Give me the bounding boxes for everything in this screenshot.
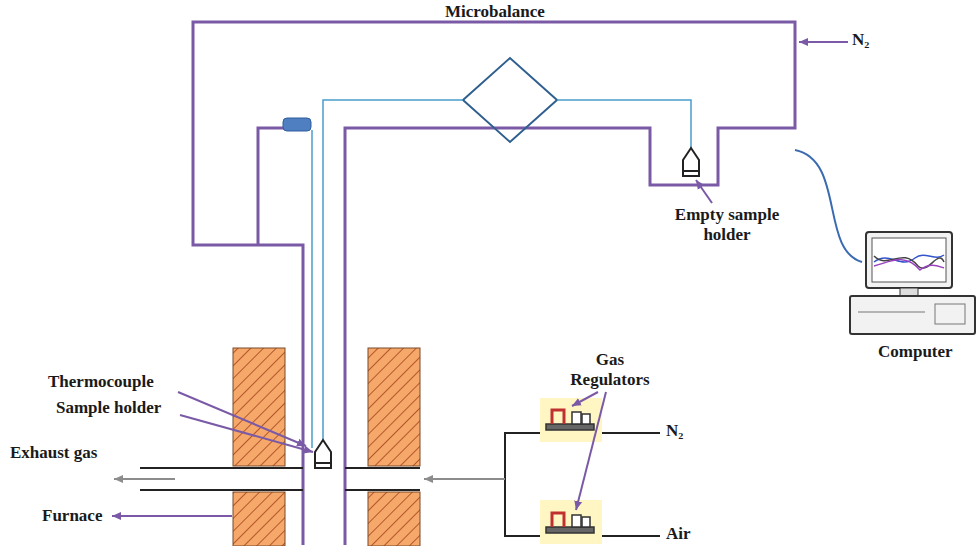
computer-icon bbox=[850, 232, 975, 334]
gas-label: N₂ bbox=[852, 30, 869, 50]
microbalance-housing bbox=[193, 22, 795, 545]
purge-arrow bbox=[799, 41, 848, 43]
gas-label: Air bbox=[666, 524, 691, 544]
part-label: Thermocouple bbox=[48, 372, 154, 392]
sample-holder-shape bbox=[315, 148, 699, 468]
part-label: Exhaust gas bbox=[10, 443, 97, 463]
part-label: Computer bbox=[878, 342, 953, 362]
data-cable bbox=[795, 150, 862, 262]
part-label: Sample holder bbox=[56, 398, 161, 418]
exhaust-arrow bbox=[114, 478, 175, 480]
leader-arrow bbox=[112, 180, 712, 516]
part-label: Empty sample holder bbox=[672, 205, 782, 244]
heading-label: Microbalance bbox=[445, 2, 545, 22]
gas-label: N₂ bbox=[666, 421, 683, 441]
furnace-wall bbox=[233, 348, 420, 546]
thermocouple-connector bbox=[283, 118, 311, 131]
inlet-arrow bbox=[424, 478, 505, 480]
gas-regulator bbox=[540, 398, 602, 544]
part-label: Furnace bbox=[42, 506, 102, 526]
part-label: Gas Regulators bbox=[560, 350, 660, 389]
